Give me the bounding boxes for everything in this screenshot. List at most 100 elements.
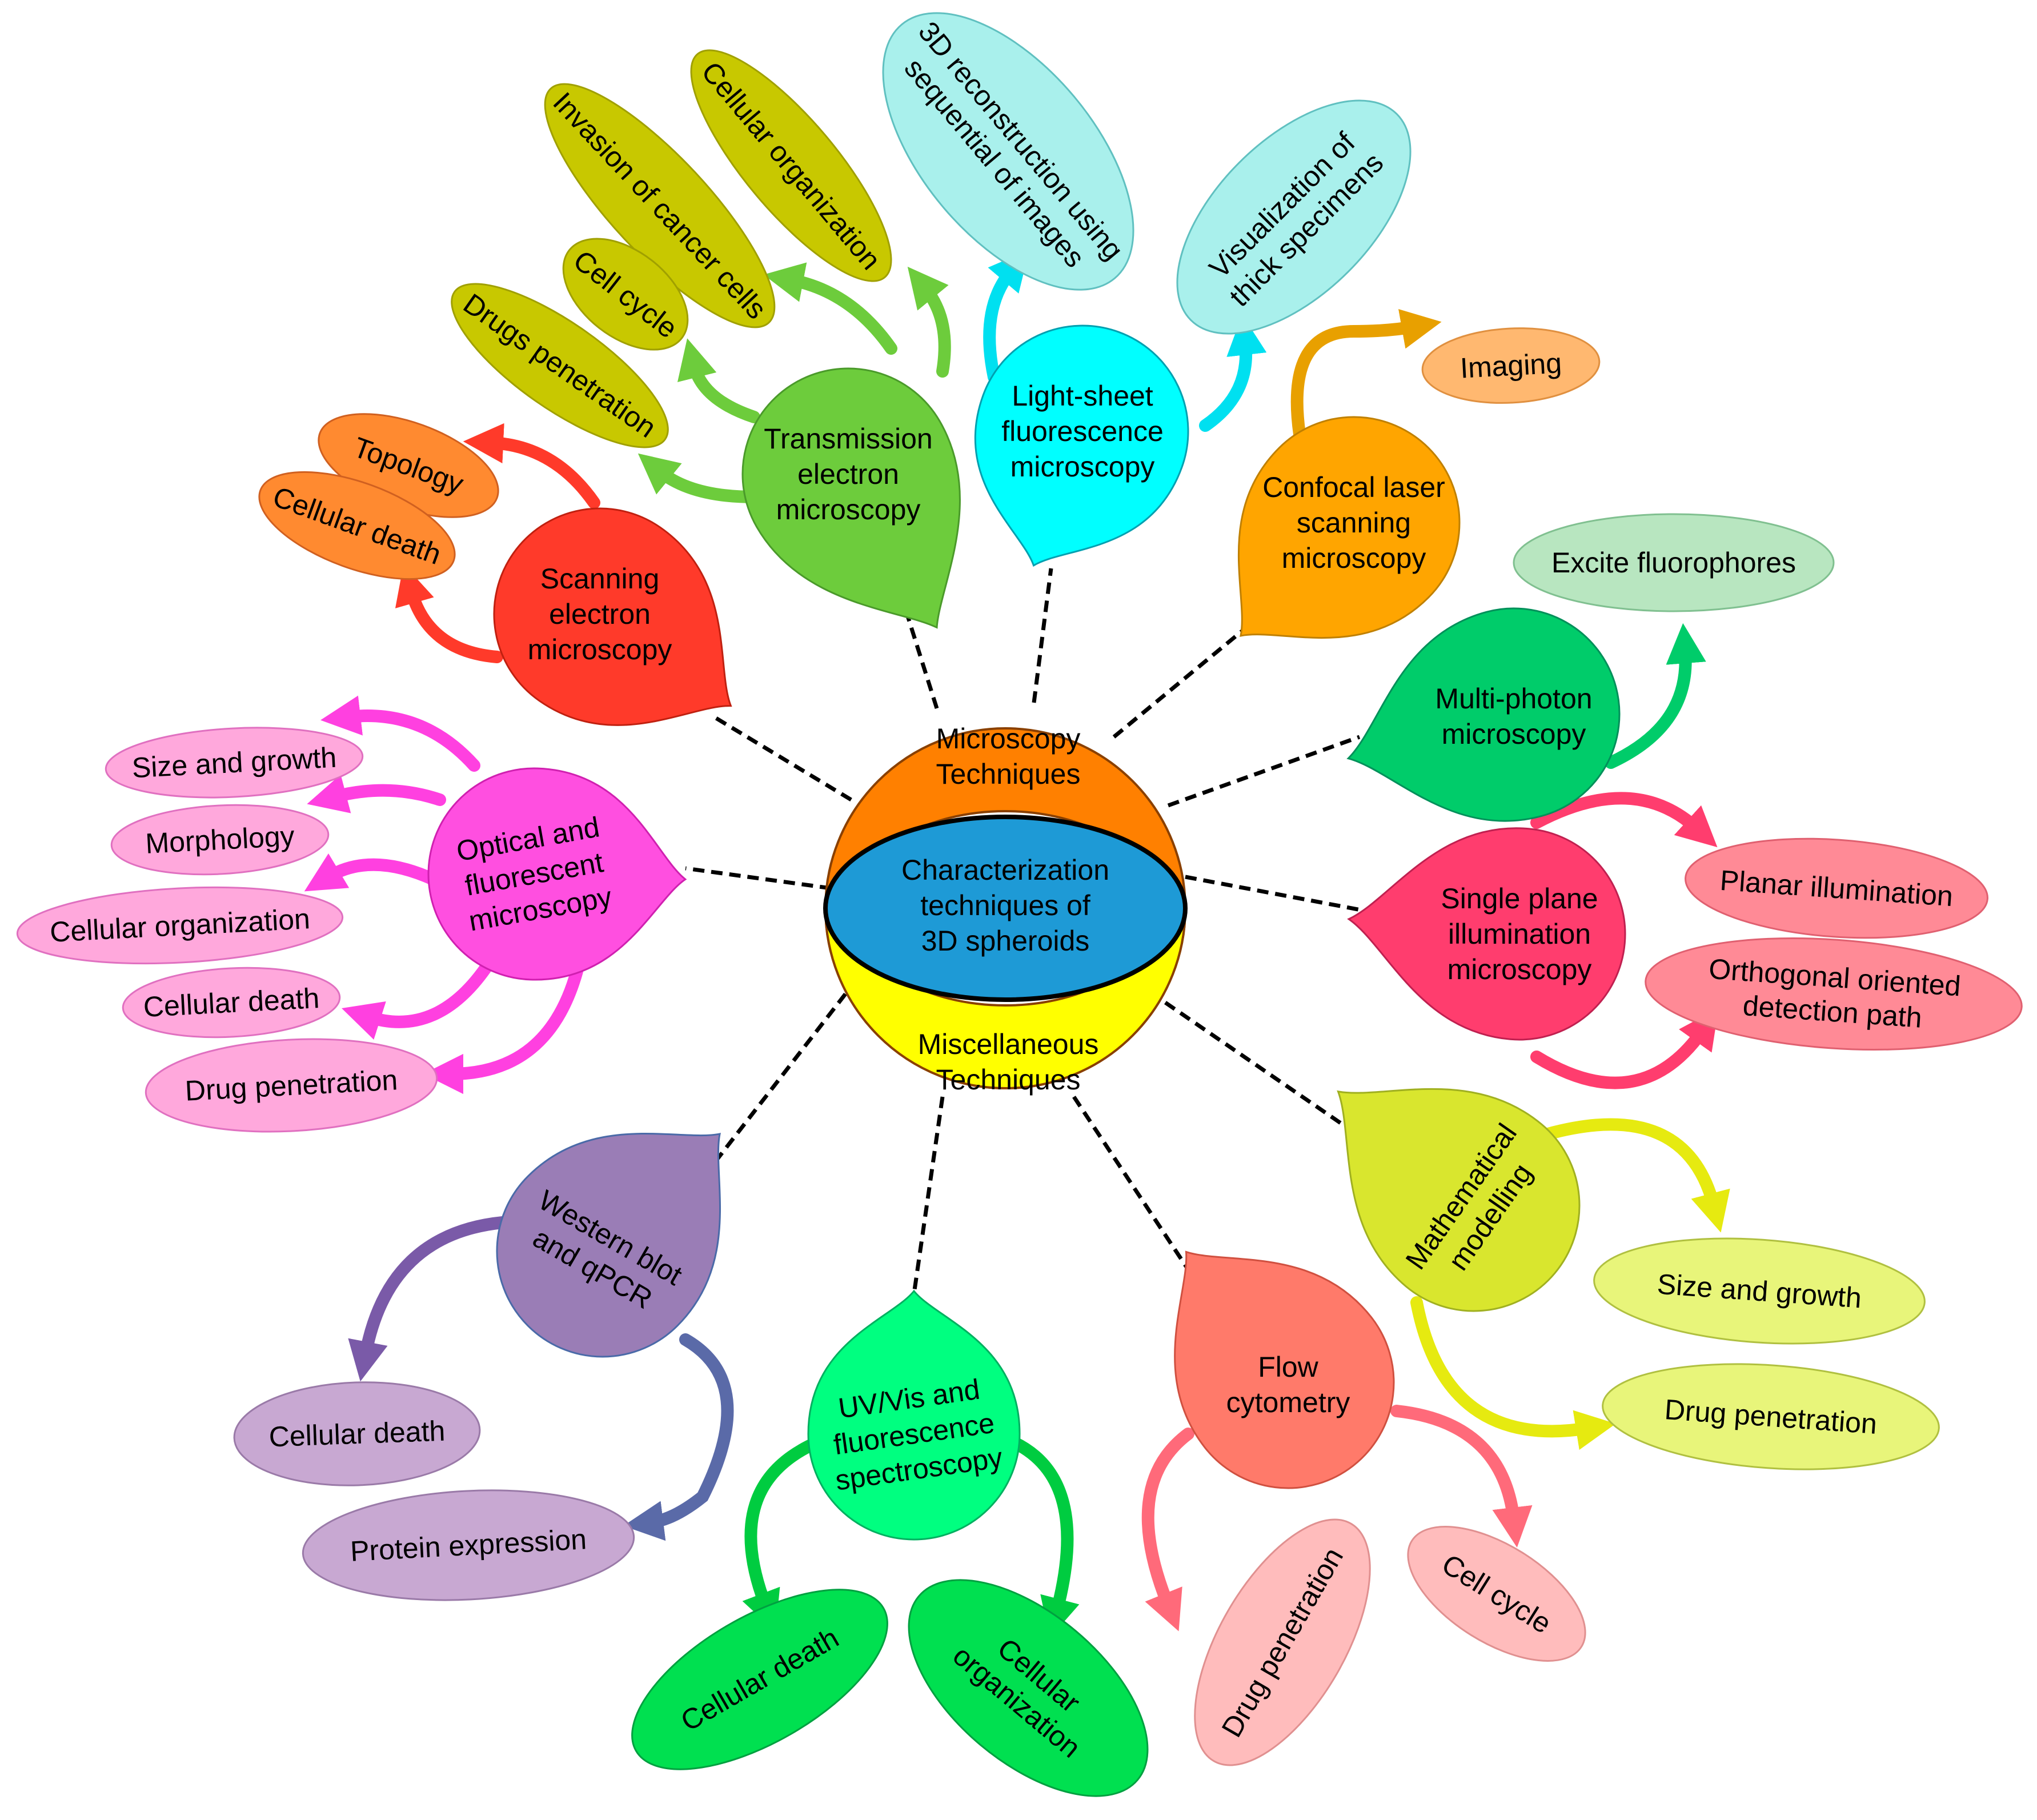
leaf-ofm-organization: Cellular organization	[16, 886, 344, 965]
leaf-uv-death: Cellular death	[631, 1589, 888, 1770]
leaf-bubble	[1194, 1518, 1371, 1766]
arrow-mpm-1	[1605, 623, 1706, 769]
arrow-spim-2	[1530, 1008, 1719, 1089]
leaf-text: Morphology	[145, 820, 295, 860]
node-ofm-shape	[427, 767, 687, 981]
node-tem[interactable]: Transmission electron microscopy	[704, 330, 1028, 680]
arrow-tem-1	[763, 262, 897, 355]
arrow-flow-1	[1141, 1428, 1194, 1631]
node-flow[interactable]: Flow cytometry	[1103, 1187, 1437, 1531]
leaf-bubble	[631, 1589, 888, 1770]
node-clsm-shape	[1237, 416, 1461, 639]
node-ofm[interactable]: Optical and fluorescent microscopy	[425, 765, 689, 985]
connector-sem	[713, 715, 852, 801]
leaf-bubble	[122, 967, 341, 1039]
node-spim-label: Single plane	[1441, 883, 1598, 915]
hub-bottom-label: Techniques	[936, 1064, 1081, 1096]
connector-math	[1164, 1001, 1349, 1130]
node-tem-label: microscopy	[776, 494, 921, 526]
leaf-wb-death: Cellular death	[233, 1381, 481, 1486]
connector-mpm	[1167, 735, 1361, 808]
hub-title-line: techniques of	[920, 889, 1090, 921]
node-mpm[interactable]: Multi-photon microscopy	[1321, 584, 1643, 860]
node-flow-shape	[1174, 1250, 1395, 1489]
node-spim[interactable]: Single plane illumination microscopy	[1340, 814, 1634, 1049]
leaf-bubble	[1602, 1363, 1940, 1470]
node-sem[interactable]: Scanning electron microscopy	[452, 467, 791, 792]
connectors	[685, 568, 1383, 1294]
connector-flow	[1072, 1096, 1193, 1275]
leaf-mpm-excite: Excite fluorophores	[1513, 513, 1835, 612]
node-mpm-shape	[1346, 607, 1621, 822]
leaf-flow-cell-cycle: Cell cycle	[1407, 1526, 1586, 1662]
node-spim-label: microscopy	[1447, 953, 1592, 985]
arrow-ofm-4	[342, 953, 498, 1040]
leaf-math-size: Size and growth	[1593, 1237, 1926, 1345]
arrow-ofm-3	[304, 853, 440, 892]
connector-spim	[1185, 875, 1383, 916]
node-sem-label: microscopy	[528, 634, 672, 666]
arrow-tem-4	[637, 453, 760, 503]
leaf-flow-drug: Drug penetration	[1194, 1518, 1371, 1766]
node-mpm-label: microscopy	[1442, 718, 1586, 750]
node-lsfm-label: microscopy	[1011, 451, 1155, 483]
node-lsfm-shape	[974, 324, 1189, 567]
technique-nodes: Transmission electron microscopy Light-s…	[425, 296, 1643, 1541]
connector-ofm	[685, 866, 832, 891]
leaf-bubble	[1593, 1237, 1926, 1345]
leaf-ofm-death: Cellular death	[122, 967, 341, 1039]
leaf-bubble	[1513, 513, 1835, 612]
arrow-wb-1	[348, 1216, 509, 1382]
arrow-flow-2	[1390, 1405, 1533, 1548]
node-mpm-label: Multi-photon	[1435, 683, 1592, 715]
node-clsm-label: microscopy	[1282, 542, 1426, 574]
node-lsfm-label: Light-sheet	[1012, 380, 1153, 412]
node-uv[interactable]: UV/Vis and fluorescence spectroscopy	[807, 1289, 1021, 1541]
leaf-bubble	[908, 1579, 1149, 1797]
node-sem-label: electron	[549, 598, 651, 630]
leaf-bubble	[1685, 837, 1988, 939]
leaf-spim-orthogonal: Orthogonal oriented detection path	[1645, 937, 2023, 1051]
leaf-ofm-morphology: Morphology	[110, 804, 330, 876]
node-clsm-label: Confocal laser	[1262, 471, 1445, 503]
leaf-bubble	[16, 886, 344, 965]
arrow-lsfm-1	[983, 250, 1029, 383]
node-spim-label: illumination	[1448, 918, 1591, 950]
leaf-bubble	[302, 1489, 635, 1601]
leaf-math-drug: Drug penetration	[1602, 1363, 1940, 1470]
node-math[interactable]: Mathematical modelling	[1270, 1011, 1623, 1354]
leaf-wb-protein: Protein expression	[302, 1489, 635, 1601]
leaf-uv-organization: Cellular organization	[908, 1579, 1149, 1797]
leaf-ofm-drug: Drug penetration	[145, 1038, 438, 1133]
connector-uv	[912, 1096, 945, 1294]
node-wb-shape	[496, 1132, 721, 1358]
node-wb[interactable]: Western blot and qPCR	[453, 1059, 795, 1401]
arrow-uv-1	[742, 1436, 823, 1632]
leaf-bubble	[110, 804, 330, 876]
arrow-tem-2	[907, 266, 951, 378]
node-spim-shape	[1347, 827, 1626, 1041]
leaf-bubble	[690, 49, 892, 282]
arrow-math-2	[1410, 1296, 1616, 1450]
node-tem-label: electron	[797, 458, 899, 490]
central-hub[interactable]: Characterization techniques of 3D sphero…	[823, 723, 1188, 1096]
node-clsm[interactable]: Confocal laser scanning microscopy	[1166, 373, 1503, 710]
leaf-spim-planar: Planar illumination	[1685, 837, 1988, 939]
connector-wb	[715, 992, 847, 1161]
hub-top-label: Techniques	[936, 758, 1081, 790]
arrow-ofm-2	[307, 774, 446, 813]
leaf-bubble	[1645, 937, 2023, 1051]
hub-title-line: 3D spheroids	[921, 925, 1090, 957]
arrows	[304, 250, 1730, 1638]
leaf-bubble	[1407, 1526, 1586, 1662]
leaf-bubble	[451, 283, 669, 448]
leaf-ofm-size: Size and growth	[105, 727, 364, 799]
arrow-ofm-5	[423, 965, 583, 1095]
leaf-bubble	[105, 727, 364, 799]
node-flow-label: Flow	[1258, 1351, 1318, 1383]
node-lsfm[interactable]: Light-sheet fluorescence microscopy	[935, 296, 1218, 602]
node-uv-shape	[807, 1289, 1021, 1541]
leaf-bubble	[1176, 99, 1412, 335]
arrow-lsfm-2	[1199, 315, 1267, 432]
node-lsfm-label: fluorescence	[1001, 415, 1164, 447]
